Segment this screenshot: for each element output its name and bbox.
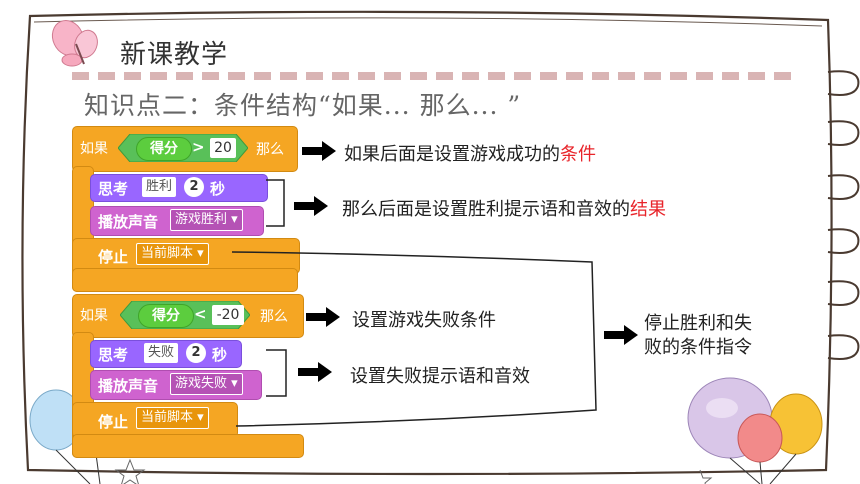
note-result: 那么后面是设置胜利提示语和音效的结果 — [342, 195, 666, 221]
chevron-down-icon: ▾ — [197, 246, 204, 261]
sound-value: 游戏失败 — [175, 376, 228, 391]
score-reporter[interactable]: 得分 — [138, 304, 194, 328]
note-fail-result: 设置失败提示语和音效 — [350, 366, 530, 387]
page-subtitle: 知识点二：条件结构“如果... 那么... ” — [84, 91, 522, 120]
chevron-down-icon: ▾ — [231, 212, 238, 227]
sound-dropdown[interactable]: 游戏胜利 ▾ — [170, 209, 243, 231]
operator-label: < — [194, 305, 207, 323]
note-highlight: 条件 — [560, 144, 596, 165]
think-text-input[interactable]: 失败 — [144, 343, 178, 363]
threshold-input[interactable]: 20 — [210, 138, 236, 158]
note-text: 那么后面是设置胜利提示语和音效的 — [342, 199, 630, 220]
operator-label: > — [192, 138, 205, 156]
then-label: 那么 — [260, 309, 288, 325]
think-seconds-input[interactable]: 2 — [184, 177, 204, 197]
stop-label: 停止 — [98, 248, 129, 266]
stop-dropdown[interactable]: 当前脚本 ▾ — [136, 407, 209, 429]
think-seconds-input[interactable]: 2 — [186, 343, 206, 363]
think-label: 思考 — [98, 346, 129, 364]
note-fail-condition: 设置游戏失败条件 — [352, 310, 496, 331]
stop-dropdown[interactable]: 当前脚本 ▾ — [136, 243, 209, 265]
note-stop: 停止胜利和失 败的条件指令 — [644, 312, 752, 360]
play-sound-label: 播放声音 — [98, 377, 159, 395]
stop-value: 当前脚本 — [141, 410, 194, 425]
if-footer — [72, 434, 304, 458]
note-highlight: 结果 — [630, 199, 666, 220]
sound-value: 游戏胜利 — [175, 212, 228, 227]
stop-label: 停止 — [98, 413, 129, 431]
chevron-down-icon: ▾ — [197, 410, 204, 425]
if-block-win[interactable]: 如果 得分 > 20 那么 思考 胜利 2 秒 播放声音 游戏胜利 ▾ 停止 当… — [72, 126, 300, 292]
stop-value: 当前脚本 — [141, 246, 194, 261]
think-block[interactable] — [90, 174, 268, 202]
think-label: 思考 — [98, 180, 129, 198]
score-reporter[interactable]: 得分 — [136, 137, 192, 161]
if-label: 如果 — [80, 141, 108, 157]
sound-dropdown[interactable]: 游戏失败 ▾ — [170, 373, 243, 395]
note-text: 如果后面是设置游戏成功的 — [344, 144, 560, 165]
threshold-input[interactable]: -20 — [212, 305, 244, 325]
if-label: 如果 — [80, 308, 108, 324]
think-text-input[interactable]: 胜利 — [142, 177, 176, 197]
seconds-label: 秒 — [212, 346, 228, 364]
chevron-down-icon: ▾ — [231, 376, 238, 391]
header-divider — [72, 72, 792, 80]
play-sound-label: 播放声音 — [98, 213, 159, 231]
then-label: 那么 — [256, 142, 284, 158]
if-footer — [72, 268, 298, 292]
note-line: 败的条件指令 — [644, 337, 752, 358]
if-block-lose[interactable]: 如果 得分 < -20 那么 思考 失败 2 秒 播放声音 游戏失败 ▾ 停止 … — [72, 294, 304, 458]
seconds-label: 秒 — [210, 180, 226, 198]
note-condition: 如果后面是设置游戏成功的条件 — [344, 140, 596, 166]
note-line: 停止胜利和失 — [644, 313, 752, 334]
page-title: 新课教学 — [120, 40, 229, 70]
